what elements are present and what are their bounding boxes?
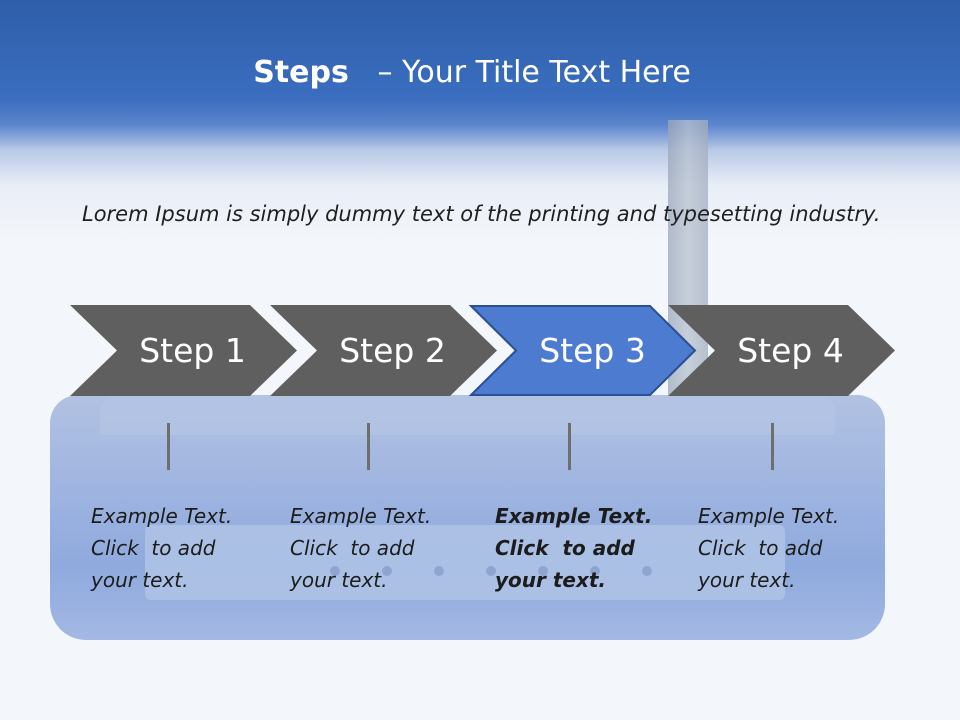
title-rest: – Your Title Text Here [377,55,691,90]
lead-paragraph[interactable]: Lorem Ipsum is simply dummy text of the … [82,202,881,226]
step-1-note[interactable]: Example Text. Click to add your text. [91,500,271,596]
chevron-shape-3 [468,305,697,396]
note-line: Example Text. [698,504,840,528]
step-2-note[interactable]: Example Text. Click to add your text. [290,500,470,596]
connector-line-4 [771,423,774,470]
step-4-note[interactable]: Example Text. Click to add your text. [698,500,878,596]
note-line: Click to add [495,536,635,560]
step-3-label: Step 3 [539,331,646,370]
step-4-chevron[interactable]: Step 4 [668,305,895,396]
step-3-note[interactable]: Example Text. Click to add your text. [495,500,675,596]
chevron-shape-1 [70,305,297,396]
note-line: Example Text. [290,504,432,528]
connector-line-2 [367,423,370,470]
router-front-panel [145,525,785,600]
chevron-shape-4 [668,305,895,396]
chevron-shape-2 [270,305,497,396]
connector-line-1 [167,423,170,470]
note-line: Click to add [91,536,216,560]
note-line: your text. [495,568,607,592]
note-line: Click to add [698,536,823,560]
step-1-label: Step 1 [139,331,246,370]
note-line: your text. [290,568,388,592]
step-3-chevron[interactable]: Step 3 [468,305,697,396]
title-bold: Steps [253,55,349,90]
connector-line-3 [568,423,571,470]
slide-title[interactable]: Steps – Your Title Text Here [0,55,944,90]
step-1-chevron[interactable]: Step 1 [70,305,297,396]
step-4-label: Step 4 [737,331,844,370]
note-line: your text. [698,568,796,592]
note-line: your text. [91,568,189,592]
note-line: Example Text. [495,504,653,528]
note-line: Example Text. [91,504,233,528]
step-2-label: Step 2 [339,331,446,370]
note-line: Click to add [290,536,415,560]
step-2-chevron[interactable]: Step 2 [270,305,497,396]
router-top-image [100,395,835,435]
